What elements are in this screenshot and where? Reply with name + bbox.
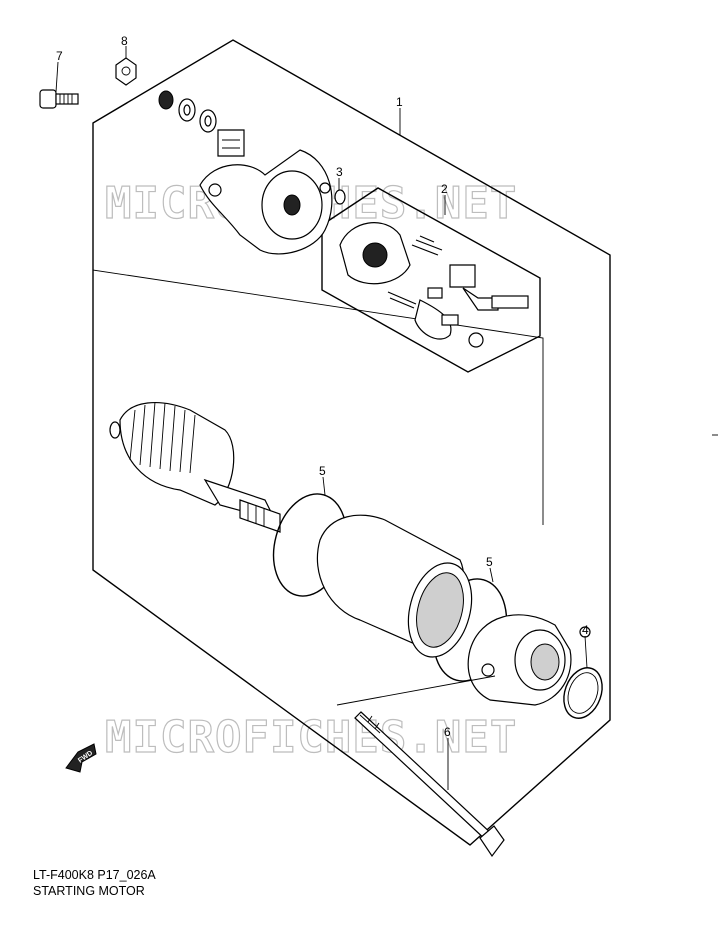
- callout-5-left: 5: [319, 464, 326, 478]
- callout-7: 7: [56, 49, 63, 63]
- leader-lines: [55, 46, 588, 790]
- o-ring-4: [563, 667, 603, 719]
- callout-5-right: 5: [486, 555, 493, 569]
- yoke: [316, 514, 473, 658]
- bolt-7: [39, 89, 79, 109]
- front-housing: [467, 614, 591, 706]
- rear-housing: [199, 149, 333, 255]
- armature-frame: [92, 269, 544, 525]
- assembly-frame-1: [92, 39, 611, 846]
- callout-2: 2: [441, 182, 448, 196]
- callout-8: 8: [121, 34, 128, 48]
- diagram-title: STARTING MOTOR: [33, 884, 145, 898]
- callout-1: 1: [396, 95, 403, 109]
- watermark-bottom: MICROFICHES.NET: [105, 712, 517, 763]
- washers-top: [158, 90, 217, 133]
- fwd-arrow: FWD: [65, 743, 97, 773]
- callout-3: 3: [336, 165, 343, 179]
- callout-4: 4: [582, 623, 589, 637]
- brush-holder: [339, 222, 529, 348]
- bushing: [217, 129, 245, 157]
- callout-6: 6: [444, 725, 451, 739]
- o-ring-3: [334, 189, 346, 205]
- brush-set-frame-2: [321, 187, 541, 373]
- diagram-code: LT-F400K8 P17_026A: [33, 868, 156, 882]
- through-bolt-6: [336, 675, 505, 858]
- armature: [109, 401, 281, 533]
- nut-8: [115, 57, 137, 86]
